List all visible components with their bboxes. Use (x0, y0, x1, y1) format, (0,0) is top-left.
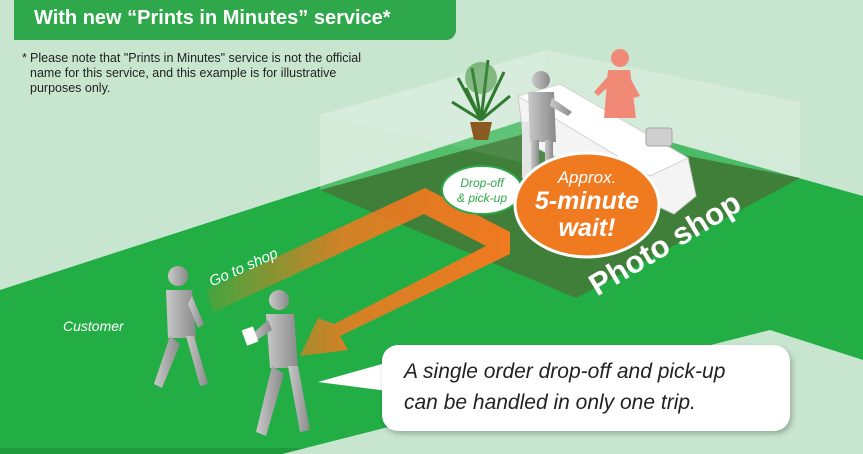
header-tab (14, 0, 456, 40)
wait-label: Approx. 5-minute wait! (516, 168, 658, 242)
wait-badge (513, 151, 661, 259)
wait-line-2: 5-minute (534, 187, 640, 215)
customer-with-card-figure (241, 290, 310, 436)
potted-plant-icon (451, 59, 511, 140)
disclaimer-note: * Please note that "Prints in Minutes" s… (22, 51, 365, 96)
staff-figure (528, 71, 572, 176)
wait-line-1: Approx. (557, 168, 617, 187)
drop-off-label: Drop-off & pick-up (444, 176, 520, 206)
customer-label: Customer (63, 318, 124, 334)
wait-line-3: wait! (558, 214, 616, 242)
clerk-figure (594, 49, 640, 118)
drop-off-line-1: Drop-off (460, 176, 504, 190)
route-arrow (206, 188, 510, 356)
speech-tail (318, 360, 396, 392)
note-text: Please note that "Prints in Minutes" ser… (30, 51, 362, 95)
customer-figure (154, 266, 208, 388)
speech-bubble: A single order drop-off and pick-up can … (382, 345, 790, 431)
speech-line-2: can be handled in only one trip. (404, 391, 696, 414)
note-marker: * (22, 51, 27, 65)
speech-text: A single order drop-off and pick-up can … (404, 356, 784, 418)
drop-off-line-2: & pick-up (456, 191, 508, 205)
speech-line-1: A single order drop-off and pick-up (404, 360, 726, 383)
page-title: With new “Prints in Minutes” service* (34, 7, 391, 29)
